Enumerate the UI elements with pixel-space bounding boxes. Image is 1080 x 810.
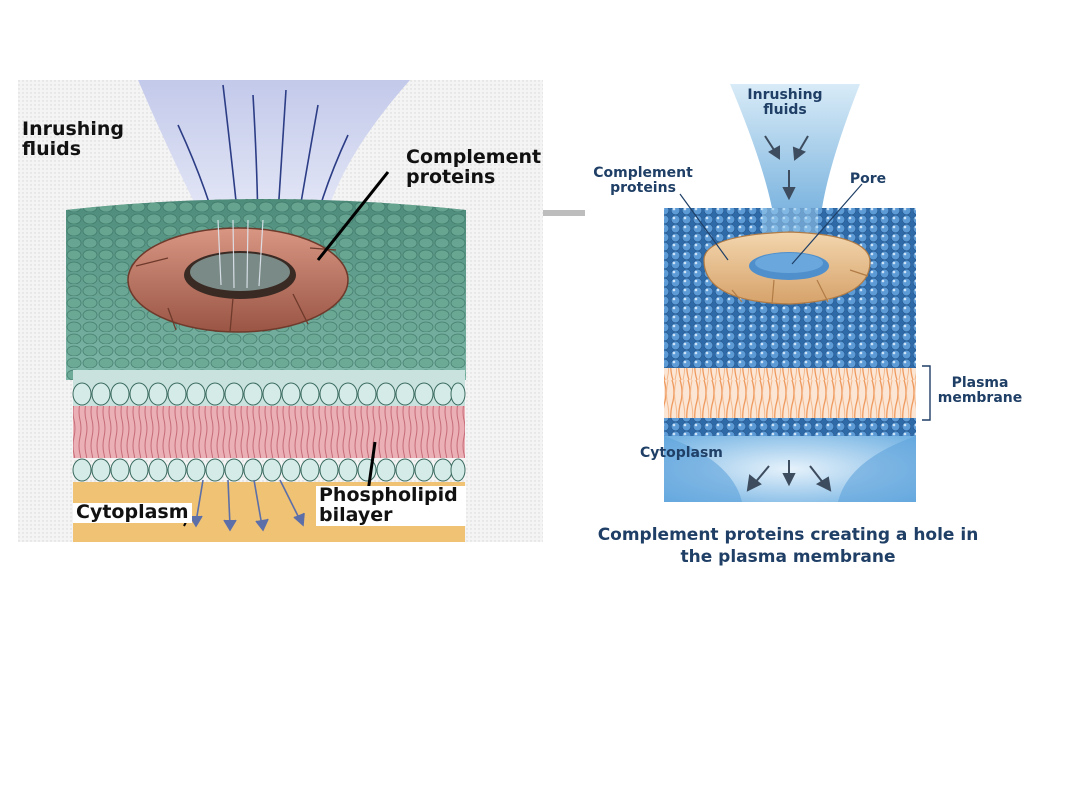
- lipid-tails-band: [73, 406, 465, 458]
- right-complement-leader-line: [679, 193, 729, 261]
- right-upper-heads: [664, 350, 916, 368]
- right-membrane-illustration: [664, 84, 931, 502]
- divider-bar: [543, 210, 585, 216]
- cytoplasm-shade-right: [838, 436, 916, 502]
- upper-heads-row: [72, 382, 466, 406]
- right-label-cytoplasm: Cytoplasm: [640, 445, 723, 461]
- right-fluid-funnel: [730, 84, 860, 208]
- left-figure: Inrushing fluids Complement proteins Cyt…: [18, 80, 543, 542]
- right-figure-caption: Complement proteins creating a hole in t…: [597, 525, 979, 568]
- right-label-inrushing-fluids: Inrushing fluids: [747, 87, 823, 119]
- label-phospholipid-bilayer: Phospholipid bilayer: [316, 485, 466, 526]
- plasma-membrane-bracket: [922, 365, 931, 421]
- right-label-complement-proteins: Complement proteins: [593, 165, 693, 197]
- bilayer-leader-line: [366, 441, 377, 493]
- right-figure: Inrushing fluids Complement proteins Por…: [582, 80, 1042, 580]
- right-outflow-arrows: [746, 460, 832, 492]
- complement-leader-line: [316, 171, 390, 261]
- label-cytoplasm: Cytoplasm: [73, 502, 192, 523]
- label-complement-proteins: Complement proteins: [406, 146, 542, 188]
- right-lipid-tails: [664, 368, 916, 418]
- right-label-plasma-membrane: Plasma membrane: [937, 375, 1023, 407]
- right-complement-protein-ring: [703, 231, 871, 305]
- cytoplasm-shade-left: [664, 436, 742, 502]
- pore-leader-line: [791, 183, 863, 265]
- right-lower-heads: [664, 418, 916, 436]
- lower-heads-row: [72, 458, 466, 482]
- complement-protein-ring: [127, 219, 349, 333]
- label-inrushing-fluids: Inrushing fluids: [22, 118, 124, 160]
- outflow-arrows: [189, 479, 305, 532]
- right-label-pore: Pore: [849, 171, 887, 187]
- fluid-funnel: [138, 80, 410, 210]
